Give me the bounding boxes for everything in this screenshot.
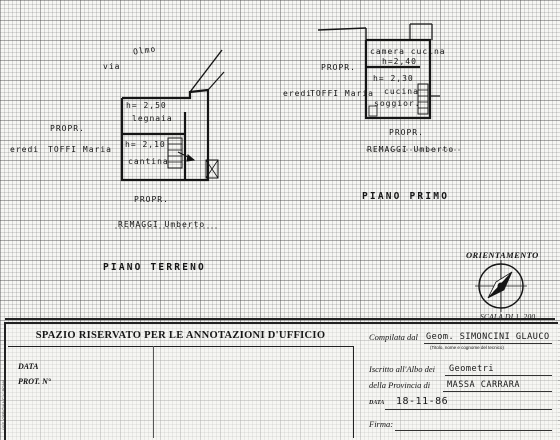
signature-line	[395, 430, 552, 431]
office-prot-label: PROT. N°	[18, 377, 52, 386]
first-prop-left: PROPR.	[321, 63, 356, 72]
compiled-by-hint: (Titolo, nome e cognome del tecnico)	[430, 345, 504, 350]
compiled-by-value: Geom. SIMONCINI GLAUCO	[426, 332, 550, 342]
ground-room-upper: legnaia	[132, 114, 173, 123]
ground-floor-stairs	[167, 137, 183, 169]
first-prop-bottom: PROPR.	[389, 128, 424, 137]
compiler-date-line	[385, 409, 552, 410]
province-label: della Provincia di	[369, 380, 431, 390]
first-owner-left-prefix: eredi	[283, 89, 313, 98]
ground-room-lower: cantina	[128, 157, 169, 166]
compiled-by-label: Compilata dal	[369, 332, 418, 342]
first-owner-left-name: TOFFI Maria	[310, 89, 374, 98]
ground-prop-bottom: PROPR.	[134, 195, 169, 204]
orientation-label: ORIENTAMENTO	[466, 250, 539, 260]
first-owner-bottom: REMAGGI Umberto	[367, 145, 455, 154]
first-room-lower-height: h= 2,30	[373, 74, 414, 83]
office-date-label: DATA	[18, 362, 39, 371]
albo-value: Geometri	[449, 364, 494, 374]
first-floor-title: PIANO PRIMO	[362, 191, 450, 202]
ground-room-upper-height: h= 2,50	[126, 101, 167, 110]
office-box-divider	[153, 346, 154, 438]
compiler-date-value: 18-11-86	[396, 396, 449, 407]
ground-prop-left: PROPR.	[50, 124, 85, 133]
first-room-lower-sub: soggior.	[374, 99, 421, 108]
compiled-by-line	[424, 343, 552, 344]
ground-floor-street-wall	[189, 49, 223, 93]
first-room-upper: camera cucina	[370, 47, 446, 56]
province-line	[443, 391, 552, 392]
ground-owner-left-prefix: eredi	[10, 145, 40, 154]
ground-floor-title: PIANO TERRENO	[103, 262, 206, 273]
province-value: MASSA CARRARA	[447, 380, 521, 390]
printer-stamp: I.P.S. OFFICINA C.V. ROMA	[1, 379, 6, 430]
street-label: via	[103, 62, 121, 71]
albo-label: Iscritto all'Albo dei	[369, 364, 436, 374]
compiler-date-label: DATA	[369, 400, 385, 406]
first-floor-outline	[364, 38, 432, 120]
scale-label: SCALA DI 1. 200	[480, 312, 536, 321]
ground-room-lower-height: h= 2,10	[125, 140, 166, 149]
first-room-lower: cucina	[384, 87, 419, 96]
form-section	[4, 322, 558, 440]
signature-label: Firma:	[369, 419, 394, 429]
ground-owner-bottom: REMAGGI Umberto	[118, 220, 206, 229]
office-box	[8, 346, 354, 438]
plan-frame	[5, 6, 555, 320]
first-floor-stairs	[417, 83, 429, 115]
ground-owner-left-name: TOFFI Maria	[48, 145, 112, 154]
office-box-title: SPAZIO RISERVATO PER LE ANNOTAZIONI D'UF…	[8, 326, 353, 347]
albo-line	[445, 375, 552, 376]
first-room-upper-height: h=2,40	[382, 57, 417, 66]
